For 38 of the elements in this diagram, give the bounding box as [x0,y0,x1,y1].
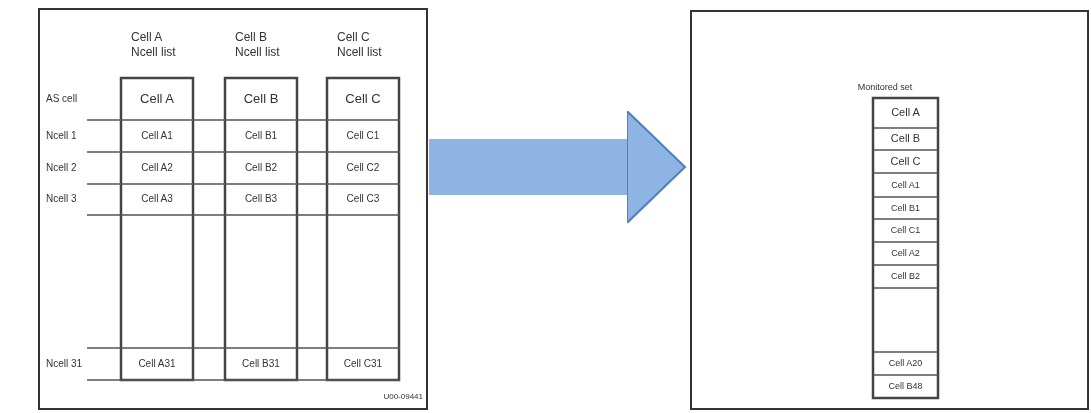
cell-text: Cell C1 [889,225,922,237]
cell-text: Cell B31 [241,357,281,370]
figure-id: U00-09441 [382,392,423,402]
row-label: Ncell 31 [46,357,84,370]
cell-text: Cell C31 [342,357,384,370]
cell-text: Cell B2 [243,161,279,174]
cell-text: Cell C1 [345,129,381,142]
row-label: Ncell 1 [46,129,78,142]
cell-text: Cell A3 [140,193,174,206]
cell-text: Cell A20 [887,358,924,370]
column-heading: Cell B Ncell list [235,30,281,60]
cell-text: Cell B [889,132,922,146]
cell-text: Cell B1 [890,202,921,214]
cell-text: Cell B2 [890,271,921,283]
cell-text: Cell C3 [345,193,381,206]
cell-text: Cell C [889,154,922,169]
cell-text: Cell C [344,91,382,108]
block-arrow [429,110,686,224]
row-label: AS cell [46,92,79,105]
cell-text: Cell A1 [140,129,174,142]
cell-text: Cell A31 [137,357,177,370]
cell-text: Cell A [139,91,175,108]
row-label: Ncell 2 [46,161,78,174]
cell-text: Cell B3 [243,193,279,206]
list-heading: Monitored set [856,81,914,93]
cell-text: Cell A [890,106,921,120]
cell-text: Cell B48 [887,381,924,393]
cell-text: Cell A1 [890,179,921,191]
diagram-panel [690,10,1089,410]
cell-text: Cell B1 [243,129,279,142]
column-heading: Cell A Ncell list [131,30,177,60]
cell-text: Cell B [242,91,280,108]
diagram-panel [38,8,428,410]
column-heading: Cell C Ncell list [337,30,383,60]
cell-text: Cell A2 [140,161,174,174]
cell-text: Cell C2 [345,161,381,174]
row-label: Ncell 3 [46,193,78,206]
cell-text: Cell A2 [890,248,921,260]
